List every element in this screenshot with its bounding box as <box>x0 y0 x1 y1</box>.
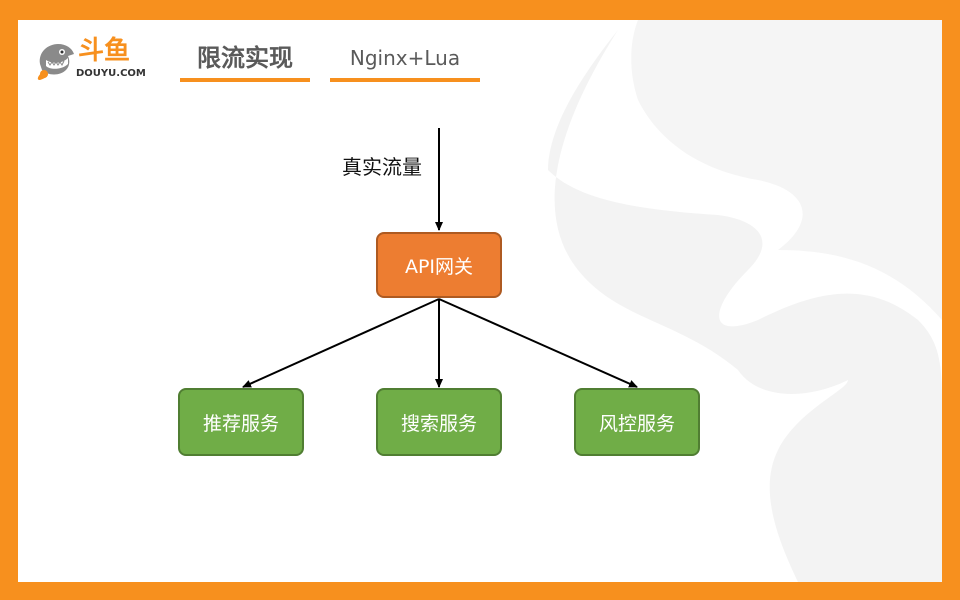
api-gateway-node: API网关 <box>376 232 502 298</box>
tab-nginx-lua[interactable]: Nginx+Lua <box>330 38 480 82</box>
logo-text: 斗鱼 <box>78 36 131 66</box>
brand-logo: 斗鱼 DOUYU.COM <box>34 36 152 86</box>
api-gateway-label: API网关 <box>404 255 474 278</box>
tab-rate-limit-implementation[interactable]: 限流实现 <box>180 38 310 82</box>
slide: 斗鱼 DOUYU.COM 限流实现 Nginx+Lua 真实流量 API网关 推… <box>18 20 942 582</box>
incoming-traffic-label: 真实流量 <box>342 155 422 179</box>
shark-mascot-icon <box>37 44 74 80</box>
logo-domain: DOUYU.COM <box>76 68 146 79</box>
risk-control-service-node: 风控服务 <box>574 388 700 456</box>
arrow-to-recommend <box>242 298 440 388</box>
shark-watermark-icon <box>548 20 942 582</box>
search-service-node: 搜索服务 <box>376 388 502 456</box>
diagram-connectors <box>242 128 638 388</box>
risk-control-service-label: 风控服务 <box>598 412 675 435</box>
recommend-service-node: 推荐服务 <box>178 388 304 456</box>
search-service-label: 搜索服务 <box>400 412 477 435</box>
arrow-to-risk-control <box>438 298 638 388</box>
recommend-service-label: 推荐服务 <box>202 412 279 435</box>
